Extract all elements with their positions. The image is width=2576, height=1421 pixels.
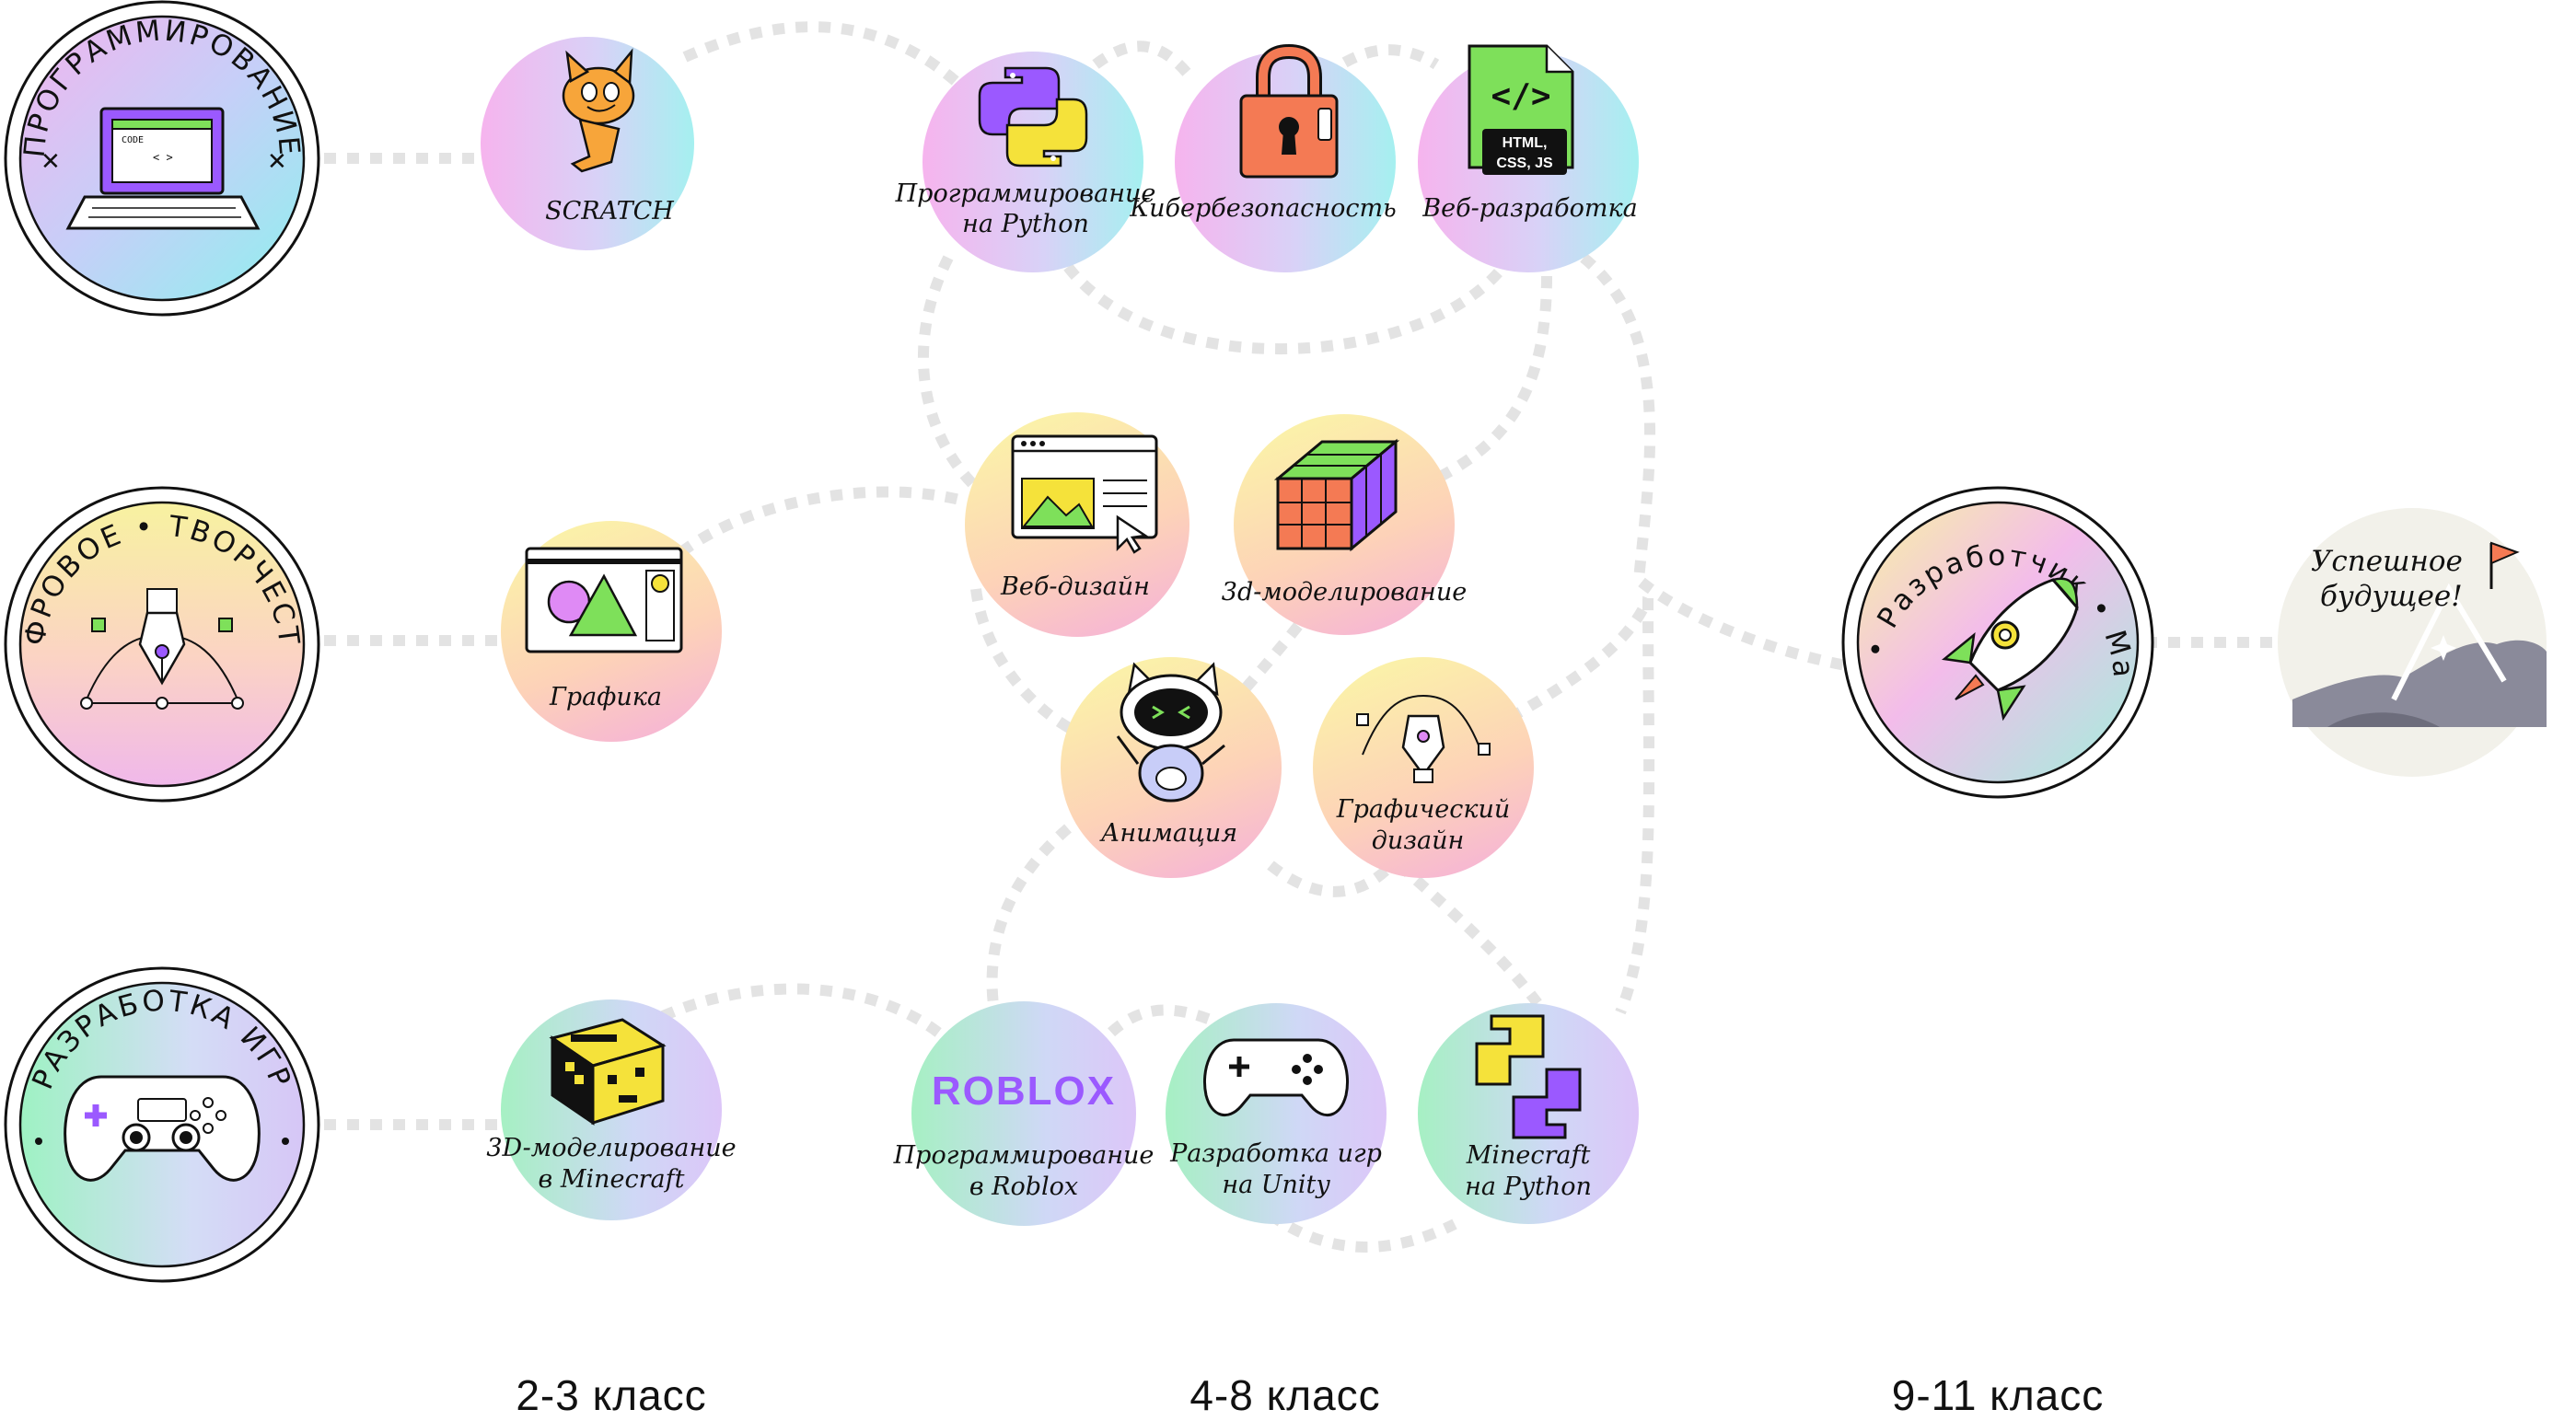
- goal-label-line1: Успешное: [2311, 545, 2463, 578]
- grade-labels: 2-3 класс 4-8 класс 9-11 класс: [516, 1371, 2105, 1419]
- scratch-cat-icon: [562, 48, 635, 173]
- course-animation-label: Анимация: [1099, 819, 1237, 848]
- course-python-label-line1: Программирование: [895, 179, 1156, 208]
- svg-text:</>: </>: [1491, 77, 1550, 115]
- path-python-loop: [918, 255, 1024, 521]
- course-roblox[interactable]: ROBLOX Программирование в Roblox: [893, 1001, 1155, 1226]
- course-minecraft-3d[interactable]: 3D-моделирование в Minecraft: [486, 999, 737, 1220]
- course-cyber[interactable]: Кибербезопасность: [1129, 43, 1397, 272]
- svg-text:CODE: CODE: [122, 135, 144, 145]
- path-webdev-3d: [1433, 275, 1552, 484]
- category-programming: ПРОГРАММИРОВАНИЕ ✕ ✕ CODE < >: [4, 0, 320, 317]
- path-animation-gd: [1267, 852, 1404, 897]
- html-file-icon: </> HTML, CSS, JS: [1468, 44, 1574, 175]
- grade-label: 4-8 класс: [1189, 1371, 1380, 1419]
- course-webdev-label: Веб-разработка: [1421, 194, 1637, 223]
- course-minecraft-3d-label-line2: в Minecraft: [539, 1165, 685, 1194]
- course-3d-label: 3d-моделирование: [1222, 578, 1467, 607]
- robot-cat-icon: [1116, 662, 1225, 803]
- course-graphic-design-label-line2: дизайн: [1372, 826, 1465, 855]
- course-python-label-line2: на Python: [962, 210, 1089, 238]
- course-webdesign[interactable]: Веб-дизайн: [965, 412, 1189, 637]
- course-python[interactable]: Программирование на Python: [895, 52, 1156, 272]
- pixel-python-icon: [1475, 1014, 1582, 1139]
- star-icon: ✕: [267, 148, 287, 176]
- path-gd-mcpython: [1396, 861, 1542, 1007]
- course-graphics[interactable]: Графика: [501, 521, 722, 742]
- goal-circle: Успешное будущее!: [2278, 508, 2547, 777]
- path-graphics-webdesign: [678, 486, 969, 557]
- mountain-flag-icon: [2292, 541, 2547, 727]
- course-roblox-label-line1: Программирование: [893, 1141, 1155, 1170]
- rocket-icon: [1941, 577, 2079, 722]
- path-scratch-python: [682, 21, 961, 87]
- laptop-code-icon: CODE < >: [65, 107, 261, 230]
- path-roblox-unity: [1091, 1004, 1218, 1053]
- course-animation[interactable]: Анимация: [1061, 657, 1282, 878]
- course-cyber-label: Кибербезопасность: [1129, 194, 1397, 223]
- padlock-icon: [1239, 43, 1339, 179]
- svg-text:HTML,: HTML,: [1503, 135, 1548, 151]
- path-python-cyber: [1092, 40, 1192, 77]
- course-graphics-label: Графика: [549, 683, 662, 711]
- grade-label: 2-3 класс: [516, 1371, 706, 1419]
- gamepad-icon: [1203, 1038, 1349, 1116]
- course-minecraft-python-label-line1: Minecraft: [1466, 1141, 1591, 1170]
- path-career-mcpython: [1615, 597, 1655, 1015]
- svg-text:< >: < >: [153, 151, 173, 164]
- course-unity-label-line2: на Unity: [1222, 1171, 1330, 1199]
- browser-window-icon: [1011, 434, 1158, 554]
- category-gamedev: РАЗРАБОТКА ИГР: [4, 966, 320, 1283]
- goal-label-line2: будущее!: [2320, 580, 2463, 613]
- course-scratch-label: SCRATCH: [545, 197, 674, 225]
- path-unity-mcpython: [1267, 1210, 1457, 1253]
- bezier-pen-icon: [1356, 694, 1491, 783]
- course-webdev[interactable]: </> HTML, CSS, JS Веб-разработка: [1418, 44, 1639, 272]
- gamepad-icon: [64, 1075, 261, 1182]
- python-logo-icon: [978, 66, 1088, 168]
- path-webdev-career: [1580, 253, 1879, 676]
- course-graphic-design[interactable]: Графический дизайн: [1313, 657, 1534, 878]
- svg-text:CSS, JS: CSS, JS: [1496, 156, 1553, 171]
- pen-tool-icon: [80, 588, 244, 710]
- course-unity-label-line1: Разработка игр: [1169, 1139, 1382, 1168]
- course-scratch[interactable]: SCRATCH: [481, 37, 694, 250]
- roblox-logo-icon: ROBLOX: [932, 1069, 1116, 1114]
- grade-label: 9-11 класс: [1892, 1371, 2105, 1419]
- course-3d[interactable]: 3d-моделирование: [1222, 414, 1467, 635]
- minecraft-bee-icon: [549, 1018, 667, 1126]
- graphics-editor-icon: [525, 547, 683, 653]
- star-icon: ✕: [41, 148, 61, 176]
- course-roblox-label-line2: в Roblox: [969, 1173, 1078, 1201]
- path-animation-roblox: [986, 824, 1072, 1013]
- path-mc3d-roblox: [660, 983, 962, 1054]
- course-minecraft-3d-label-line1: 3D-моделирование: [486, 1134, 736, 1162]
- course-webdesign-label: Веб-дизайн: [1000, 572, 1150, 601]
- svg-text:ROBLOX: ROBLOX: [932, 1069, 1116, 1114]
- rubiks-cube-icon: [1273, 438, 1400, 552]
- path-gd-career: [1507, 595, 1654, 723]
- course-minecraft-python-label-line2: на Python: [1465, 1173, 1592, 1201]
- course-minecraft-python[interactable]: Minecraft на Python: [1418, 1003, 1639, 1224]
- course-graphic-design-label-line1: Графический: [1336, 795, 1511, 824]
- course-unity[interactable]: Разработка игр на Unity: [1166, 1003, 1387, 1224]
